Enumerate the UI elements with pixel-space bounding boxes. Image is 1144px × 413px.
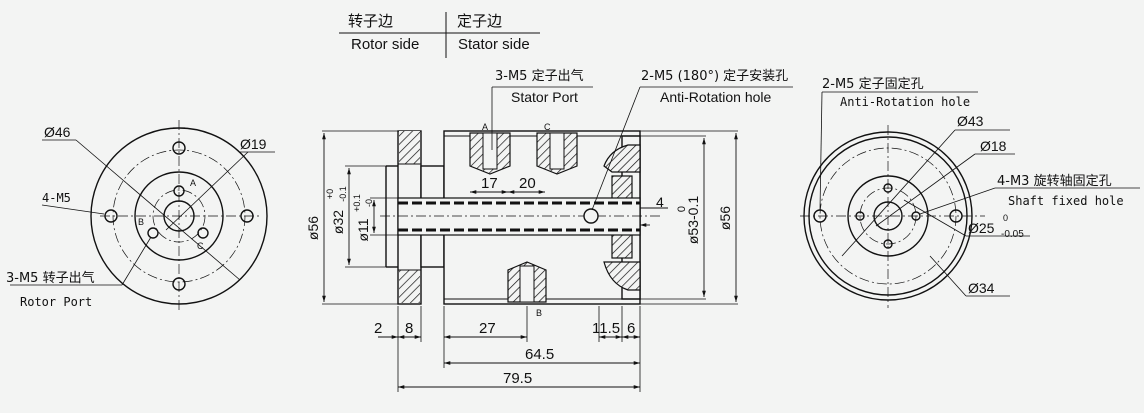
dim-d32: ø32: [330, 210, 346, 234]
left-leader-d19: [165, 151, 249, 231]
dim-11-5: 11.5: [592, 320, 620, 337]
rotor-flange-hatch-bottom: [399, 270, 420, 303]
right-shaft-hole-top: [883, 183, 893, 193]
port-letter-c: C: [544, 122, 551, 132]
left-leader-4m5: [41, 204, 105, 215]
right-leader-anti-rot: [819, 91, 823, 211]
left-bore-circle: [163, 200, 195, 232]
left-letter-b: B: [138, 217, 144, 227]
port-letter-b: B: [536, 308, 542, 318]
left-port-c: [197, 227, 209, 239]
right-dim-d25-lower: -0.05: [1001, 229, 1024, 240]
dim-6: 6: [627, 320, 635, 337]
left-outer-circle: [90, 127, 268, 305]
right-shaft-hole-bottom: [883, 239, 893, 249]
right-outer-circle: [803, 131, 973, 301]
left-dim-d46: Ø46: [44, 124, 71, 140]
stator-port-label: 3-M5 定子出气: [495, 68, 584, 84]
anti-rot-hole: [583, 208, 599, 224]
right-shaft-holes-label-en: Shaft fixed hole: [1008, 194, 1124, 208]
anti-rot-label: 2-M5 (180°) 定子安装孔: [641, 69, 788, 84]
dim-d53-upper: 0: [676, 206, 688, 212]
dim-17: 17: [481, 175, 498, 192]
anti-rot-hole-bottom: [611, 233, 633, 259]
legend-stator-en: Stator side: [458, 36, 530, 53]
legend-stator-cn: 定子边: [457, 12, 502, 30]
legend-rotor-en: Rotor side: [351, 36, 419, 53]
left-port-a: [173, 185, 185, 197]
right-shaft-hole-circle: [859, 187, 917, 245]
stator-end-hatch-top: [603, 144, 641, 173]
right-dim-d25: Ø25: [968, 220, 995, 236]
dim-27: 27: [479, 320, 496, 337]
dim-d53: ø53-0.1: [685, 196, 701, 244]
rotor-flange-hatch-top: [399, 131, 420, 164]
left-dim-d19: Ø19: [240, 136, 267, 152]
right-leader-4m3: [919, 187, 996, 215]
dim-d56: ø56: [305, 216, 321, 240]
center-section-view: [322, 86, 793, 392]
right-hub-circle: [847, 175, 929, 257]
left-port-callout-en: Rotor Port: [20, 295, 92, 309]
right-dim-d43: Ø43: [957, 113, 984, 129]
left-hole-left: [104, 209, 118, 223]
right-outer-chamfer: [808, 136, 968, 296]
left-letter-a: A: [190, 178, 196, 188]
right-leader-d18: [875, 153, 976, 227]
dim-d11: ø11: [355, 218, 371, 241]
left-holes-label: 4-M5: [42, 191, 71, 205]
right-shaft-hole-left: [855, 211, 865, 221]
right-bore: [873, 201, 903, 231]
stator-port-label-en: Stator Port: [511, 89, 578, 105]
anti-rot-label-en: Anti-Rotation hole: [660, 89, 772, 105]
right-anti-rot-label: 2-M5 定子固定孔: [822, 77, 924, 92]
right-end-view: [800, 91, 1140, 308]
stator-end-hatch-bottom: [603, 261, 641, 291]
left-hole-top: [172, 141, 186, 155]
right-shaft-holes-label: 4-M3 旋转轴固定孔: [997, 174, 1112, 189]
left-port-b: [147, 227, 159, 239]
anti-rot-hole-top: [611, 175, 633, 201]
dim-20: 20: [519, 175, 536, 192]
right-leader-d25: [903, 199, 967, 237]
right-leader-d43: [841, 129, 956, 257]
dim-79-5: 79.5: [503, 370, 532, 387]
port-letter-a: A: [482, 122, 488, 132]
dim-d32-lower: -0.1: [338, 186, 348, 202]
dim-d11-lower: -0: [364, 199, 374, 207]
left-port-callout: 3-M5 转子出气: [6, 270, 95, 286]
leader-anti-rot: [591, 86, 641, 211]
dim-4: 4: [656, 194, 664, 210]
left-end-view: [10, 120, 275, 310]
dim-2: 2: [374, 320, 382, 337]
left-leader-d46: [75, 139, 241, 281]
right-dim-d25-upper: 0: [1003, 213, 1008, 223]
right-shaft-hole-right: [911, 211, 921, 221]
right-bolt-circle: [819, 147, 957, 285]
right-dim-d18: Ø18: [980, 138, 1007, 154]
dim-8: 8: [405, 320, 413, 337]
dim-d32-upper: +0: [325, 189, 335, 199]
dim-d56-right: ø56: [717, 206, 733, 230]
left-hub-circle: [134, 171, 224, 261]
left-hole-bottom: [172, 277, 186, 291]
left-port-circle: [152, 189, 206, 243]
right-anti-rot-hole-right: [949, 209, 963, 223]
legend-rotor-cn: 转子边: [348, 12, 393, 30]
dim-64-5: 64.5: [525, 346, 554, 363]
right-leader-d34: [929, 255, 967, 297]
left-bolt-circle: [112, 149, 246, 283]
right-anti-rot-label-en: Anti-Rotation hole: [840, 95, 970, 109]
left-hole-right: [240, 209, 254, 223]
dim-d11-upper: +0.1: [352, 194, 362, 212]
right-dim-d34: Ø34: [968, 280, 995, 296]
left-leader-port: [121, 236, 152, 286]
side-legend: 转子边 定子边 Rotor side Stator side: [339, 12, 540, 58]
left-letter-c: C: [197, 241, 204, 251]
